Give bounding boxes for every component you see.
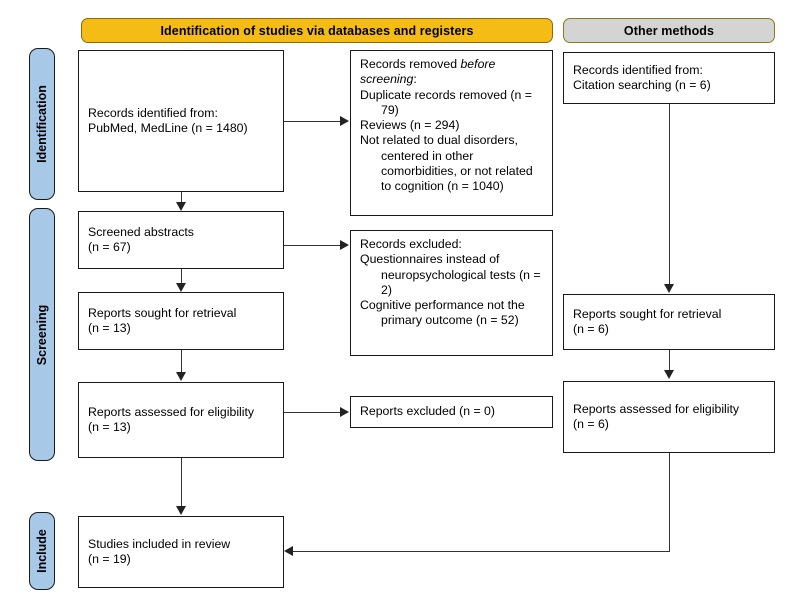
box-studies-included-line2: (n = 19) bbox=[88, 552, 131, 566]
box-records-identified: Records identified from: PubMed, MedLine… bbox=[78, 50, 284, 192]
box-records-excluded: Records excluded: Questionnaires instead… bbox=[350, 230, 553, 356]
banner-other-methods: Other methods bbox=[563, 18, 775, 43]
box-records-removed-heading-post: : bbox=[413, 72, 417, 87]
connector-citation-to-sought-right bbox=[669, 104, 670, 284]
box-records-removed: Records removed before screening: Duplic… bbox=[350, 50, 553, 216]
box-records-removed-item3: Not related to dual disorders, centered … bbox=[360, 133, 533, 194]
connector-assessed-right-to-included-vertical bbox=[669, 453, 670, 552]
arrowhead-assessed-right-to-included bbox=[284, 546, 293, 556]
box-reports-sought-right-line2: (n = 6) bbox=[573, 322, 609, 336]
box-reports-assessed-left-line1: Reports assessed for eligibility bbox=[88, 404, 255, 419]
banner-identification: Identification of studies via databases … bbox=[81, 18, 553, 43]
box-reports-excluded-line1: Reports excluded (n = 0) bbox=[360, 404, 495, 419]
arrowhead-identified-to-screened bbox=[175, 202, 186, 211]
box-records-excluded-item1: Questionnaires instead of neuropsycholog… bbox=[360, 252, 541, 297]
box-reports-sought-right: Reports sought for retrieval (n = 6) bbox=[563, 294, 775, 350]
box-records-removed-heading: Records removed before screening: bbox=[360, 57, 545, 88]
box-reports-sought-left: Reports sought for retrieval (n = 13) bbox=[78, 292, 284, 350]
arrowhead-citation-to-sought-right bbox=[663, 284, 674, 293]
box-screened-abstracts: Screened abstracts (n = 67) bbox=[78, 211, 284, 269]
arrowhead-screened-to-sought bbox=[175, 283, 186, 292]
connector-sought-to-assessed-right bbox=[669, 350, 670, 371]
phase-label-screening-text: Screening bbox=[35, 304, 49, 365]
box-records-excluded-item2: Cognitive performance not the primary ou… bbox=[360, 298, 525, 328]
box-reports-assessed-left-line2: (n = 13) bbox=[88, 420, 131, 434]
arrowhead-assessed-to-reports-excluded bbox=[340, 407, 349, 417]
phase-label-include: Include bbox=[29, 512, 55, 590]
box-reports-sought-right-line1: Reports sought for retrieval bbox=[573, 306, 722, 321]
box-records-identified-line1: Records identified from: bbox=[88, 105, 218, 120]
phase-label-identification: Identification bbox=[29, 48, 55, 200]
connector-assessed-right-to-included-horizontal bbox=[290, 551, 670, 552]
box-records-identified-line2: PubMed, MedLine (n = 1480) bbox=[88, 121, 248, 135]
box-records-removed-heading-pre: Records removed bbox=[360, 57, 461, 71]
connector-assessed-to-reports-excluded bbox=[284, 412, 341, 413]
phase-label-screening: Screening bbox=[29, 208, 55, 461]
connector-identified-to-screened bbox=[181, 192, 182, 205]
box-reports-sought-left-line2: (n = 13) bbox=[88, 321, 131, 335]
arrowhead-identified-to-removed bbox=[340, 116, 349, 126]
box-reports-assessed-right-line1: Reports assessed for eligibility bbox=[573, 401, 740, 416]
connector-identified-to-removed bbox=[284, 121, 341, 122]
arrowhead-assessed-to-included bbox=[175, 506, 186, 515]
arrowhead-screened-to-excluded bbox=[340, 240, 349, 250]
box-citation-searching-line1: Records identified from: bbox=[573, 62, 703, 77]
box-citation-searching: Records identified from: Citation search… bbox=[563, 52, 775, 104]
connector-sought-to-assessed-left bbox=[181, 350, 182, 373]
box-studies-included: Studies included in review (n = 19) bbox=[78, 516, 284, 588]
box-reports-sought-left-line1: Reports sought for retrieval bbox=[88, 305, 237, 320]
connector-screened-to-sought bbox=[181, 269, 182, 283]
box-records-removed-heading-italic: before screening bbox=[360, 57, 496, 87]
arrowhead-sought-to-assessed-left bbox=[175, 372, 186, 381]
box-screened-abstracts-line2: (n = 67) bbox=[88, 240, 131, 254]
box-citation-searching-line2: Citation searching (n = 6) bbox=[573, 78, 711, 92]
connector-assessed-to-included bbox=[181, 458, 182, 507]
box-reports-assessed-right-line2: (n = 6) bbox=[573, 417, 609, 431]
phase-label-include-text: Include bbox=[35, 529, 50, 573]
box-reports-assessed-right: Reports assessed for eligibility (n = 6) bbox=[563, 381, 775, 453]
box-records-removed-item2: Reviews (n = 294) bbox=[360, 118, 460, 133]
box-screened-abstracts-line1: Screened abstracts bbox=[88, 224, 194, 239]
box-reports-excluded: Reports excluded (n = 0) bbox=[350, 396, 553, 428]
connector-screened-to-excluded bbox=[284, 245, 341, 246]
box-records-removed-item1: Duplicate records removed (n = 79) bbox=[360, 87, 532, 117]
box-studies-included-line1: Studies included in review bbox=[88, 536, 231, 551]
box-records-excluded-heading: Records excluded: bbox=[360, 237, 462, 251]
phase-label-identification-text: Identification bbox=[35, 85, 49, 163]
box-reports-assessed-left: Reports assessed for eligibility (n = 13… bbox=[78, 382, 284, 458]
arrowhead-sought-to-assessed-right bbox=[663, 370, 674, 379]
